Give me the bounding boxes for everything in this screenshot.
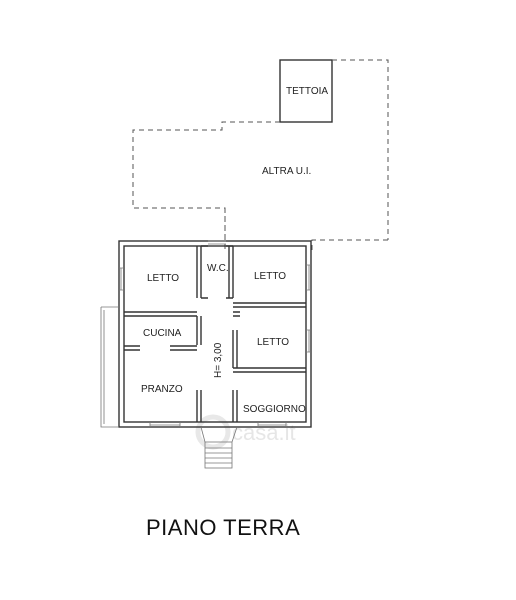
cucina-walls	[124, 315, 202, 351]
plan-title: PIANO TERRA	[146, 515, 300, 540]
tettoia-box	[279, 59, 333, 123]
label-letto-3: LETTO	[257, 337, 289, 348]
watermark-text: casa.it	[232, 420, 296, 445]
letto-1-walls	[124, 246, 202, 313]
watermark-logo-icon	[195, 414, 231, 450]
label-cucina: CUCINA	[143, 328, 182, 339]
label-letto-1: LETTO	[147, 273, 179, 284]
house-walls	[100, 240, 312, 428]
tettoia-dashed-outline	[332, 59, 389, 240]
tettoia-area	[279, 59, 389, 240]
label-letto-2: LETTO	[254, 271, 286, 282]
watermark: casa.it	[195, 414, 296, 450]
entrance-stairs	[200, 426, 238, 469]
label-altra-ui: ALTRA U.I.	[262, 166, 311, 177]
label-pranzo: PRANZO	[141, 384, 183, 395]
soggiorno-walls	[232, 390, 238, 422]
letto-2-walls	[233, 302, 306, 308]
label-wc: W.C.	[207, 263, 229, 274]
label-tettoia: TETTOIA	[286, 86, 328, 97]
wc-walls	[201, 245, 234, 299]
pranzo-walls	[196, 390, 202, 422]
label-height: H= 3,00	[213, 342, 224, 378]
altra-ui-boundary	[132, 121, 388, 250]
label-soggiorno: SOGGIORNO	[243, 404, 306, 415]
